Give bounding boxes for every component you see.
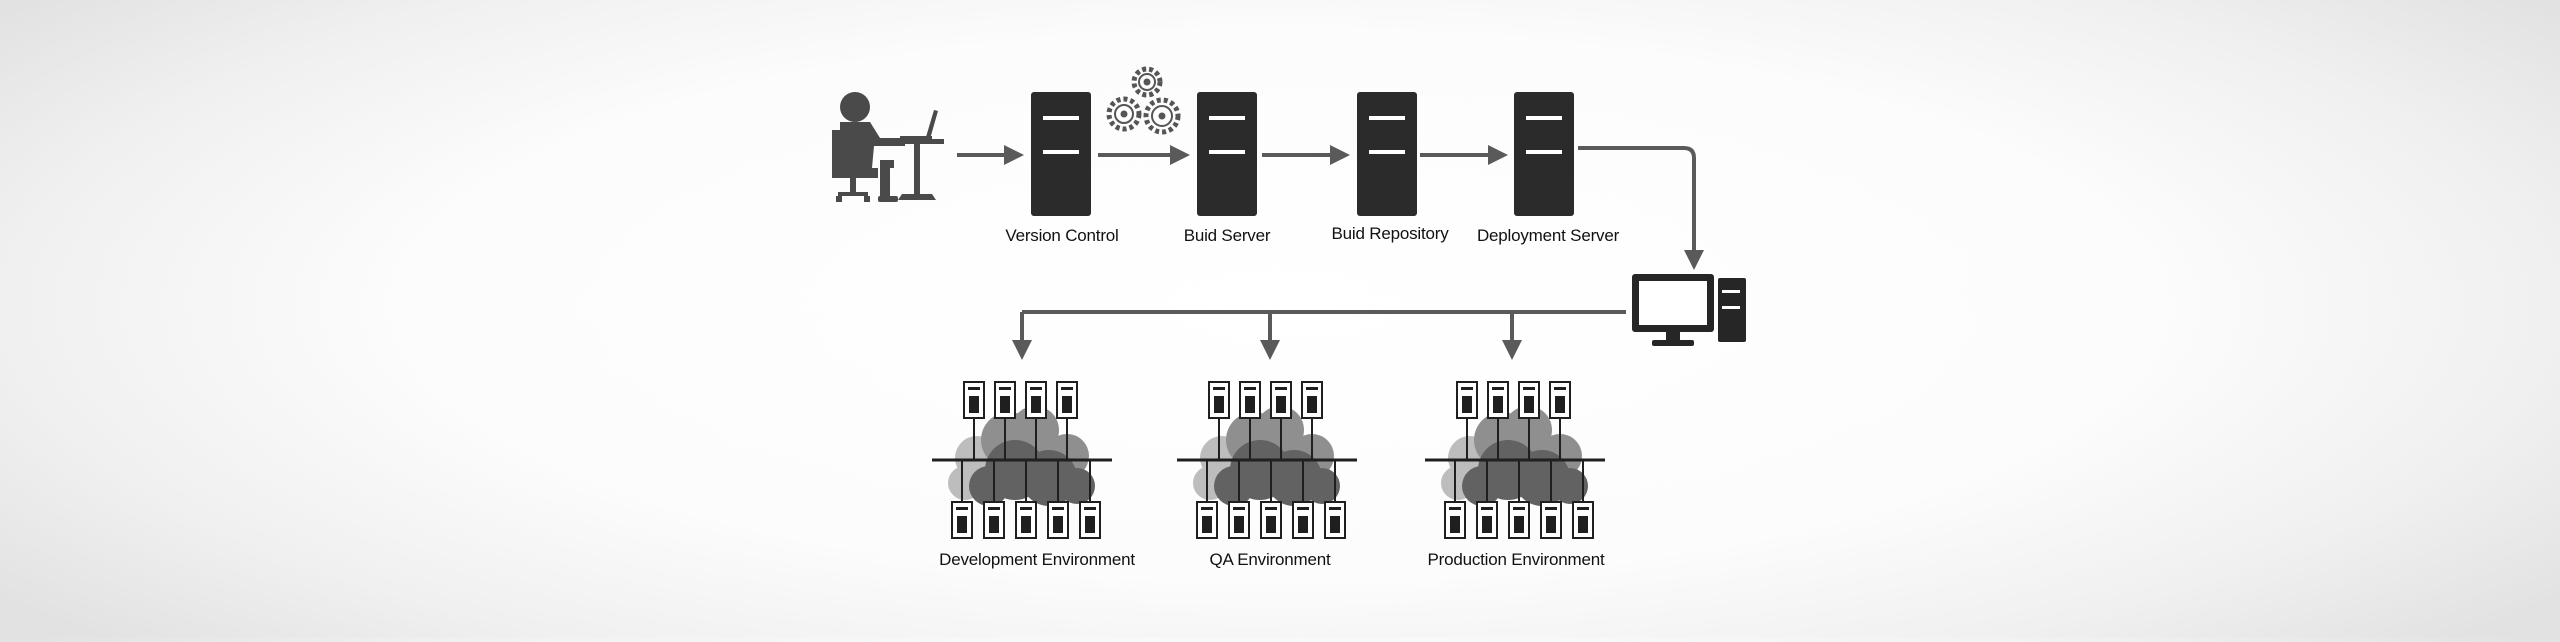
cloud-cluster-icon xyxy=(1193,406,1340,506)
cloud-cluster-icon xyxy=(948,406,1095,506)
bottom-server-icon xyxy=(1047,501,1069,539)
bottom-server-icon xyxy=(1260,501,1282,539)
top-server-icon xyxy=(994,381,1016,419)
build-repository-label: Buid Repository xyxy=(1331,224,1449,243)
top-server-icon xyxy=(1025,381,1047,419)
top-server-icon xyxy=(1456,381,1478,419)
top-server-icon xyxy=(963,381,985,419)
bottom-server-icon xyxy=(1228,501,1250,539)
top-server-icon xyxy=(1208,381,1230,419)
top-server-icon xyxy=(1239,381,1261,419)
production-environment-label: Production Environment xyxy=(1427,550,1605,569)
developer-at-desk-icon xyxy=(832,92,944,202)
top-server-icon xyxy=(1487,381,1509,419)
build-server-icon xyxy=(1197,92,1257,216)
bottom-server-icon xyxy=(1540,501,1562,539)
deployment-to-desktop-arrow xyxy=(1578,146,1704,270)
top-server-icon xyxy=(1056,381,1078,419)
version-control-label: Version Control xyxy=(1005,226,1119,245)
top-server-icon xyxy=(1270,381,1292,419)
top-server-icon xyxy=(1518,381,1540,419)
build-server-label: Buid Server xyxy=(1183,226,1271,245)
bottom-server-icon xyxy=(1292,501,1314,539)
bottom-server-icon xyxy=(1572,501,1594,539)
deployment-server-icon xyxy=(1514,92,1574,216)
version-control-server-icon xyxy=(1031,92,1091,216)
qa-cluster-icon xyxy=(1177,381,1357,539)
bottom-server-icon xyxy=(951,501,973,539)
bottom-server-icon xyxy=(1444,501,1466,539)
bottom-server-icon xyxy=(1476,501,1498,539)
bottom-server-icon xyxy=(1324,501,1346,539)
bottom-server-icon xyxy=(1508,501,1530,539)
bottom-server-icon xyxy=(1079,501,1101,539)
bottom-server-icon xyxy=(1015,501,1037,539)
bottom-server-icon xyxy=(1196,501,1218,539)
bottom-server-icon xyxy=(983,501,1005,539)
qa-environment-label: QA Environment xyxy=(1209,550,1331,569)
production-cluster-icon xyxy=(1425,381,1605,539)
desktop-computer-icon xyxy=(1632,274,1746,346)
cloud-cluster-icon xyxy=(1441,406,1588,506)
deployment-server-label: Deployment Server xyxy=(1476,226,1620,245)
development-cluster-icon xyxy=(932,381,1112,539)
top-server-icon xyxy=(1301,381,1323,419)
gears-icon xyxy=(1106,66,1181,135)
top-server-icon xyxy=(1549,381,1571,419)
development-environment-label: Development Environment xyxy=(939,550,1135,569)
build-repository-server-icon xyxy=(1357,92,1417,216)
